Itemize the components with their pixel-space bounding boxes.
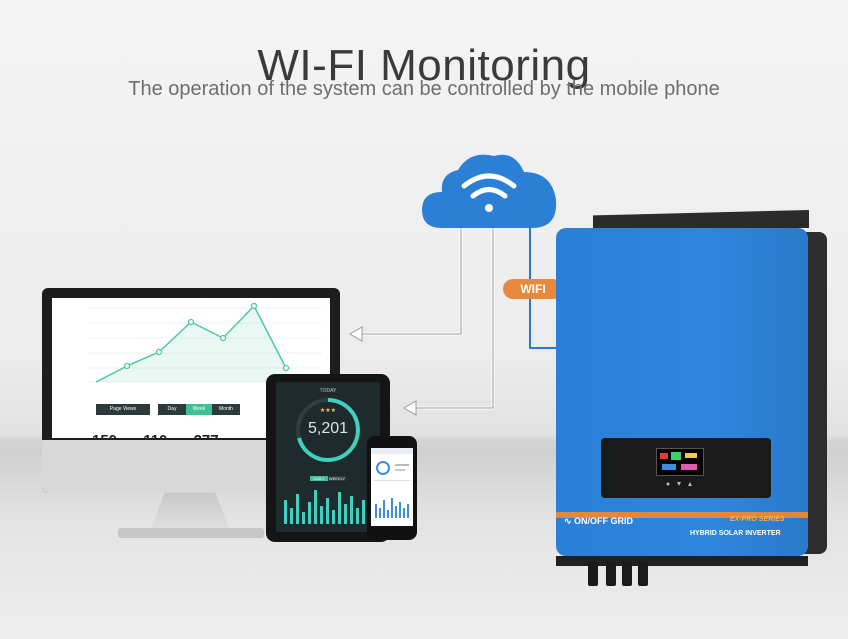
inverter-series: EX-PRO SERIES <box>730 516 785 523</box>
page-title: WI-FI Monitoring <box>257 41 591 91</box>
inverter-buttons <box>666 482 692 486</box>
page-views-button[interactable]: Page Views <box>96 404 150 415</box>
page-subtitle: The operation of the system can be contr… <box>128 78 720 100</box>
sine-wave-icon: ∿ <box>564 516 575 526</box>
monitor-line-chart <box>87 302 322 383</box>
inverter-bottom-edge <box>556 556 808 566</box>
tablet-gauge-value: 5,201 <box>307 420 349 437</box>
wifi-cloud-icon <box>422 154 557 228</box>
inverter-model: HYBRID SOLAR INVERTER <box>690 530 781 537</box>
phone-app-graphic <box>371 448 413 518</box>
week-button[interactable]: Week <box>186 404 212 415</box>
wifi-badge: WIFI <box>503 279 563 299</box>
inverter-cable-connectors <box>588 562 648 586</box>
inverter-brand-label: ON/OFF GRID <box>574 516 634 526</box>
day-button[interactable]: Day <box>158 404 186 415</box>
monitor-base <box>118 528 264 538</box>
tablet-gauge-label: TODAY <box>319 388 337 394</box>
inverter-brand: ∿ ON/OFF GRID <box>564 516 633 527</box>
month-button[interactable]: Month <box>212 404 240 415</box>
tablet-gauge: ★★★ <box>284 398 371 524</box>
inverter-mounting-bracket <box>593 210 809 228</box>
tab-weekly[interactable]: WEEKLY <box>328 476 346 481</box>
tab-daily[interactable]: DAILY <box>310 476 328 481</box>
tablet-screen: ★★★ <box>276 382 380 532</box>
svg-text:★★★: ★★★ <box>320 407 336 414</box>
phone-screen <box>371 448 413 526</box>
inverter-lcd-display <box>656 448 704 476</box>
hybrid-solar-inverter <box>556 228 808 556</box>
inverter-orange-stripe <box>556 512 808 518</box>
monitor-stand <box>150 493 230 531</box>
